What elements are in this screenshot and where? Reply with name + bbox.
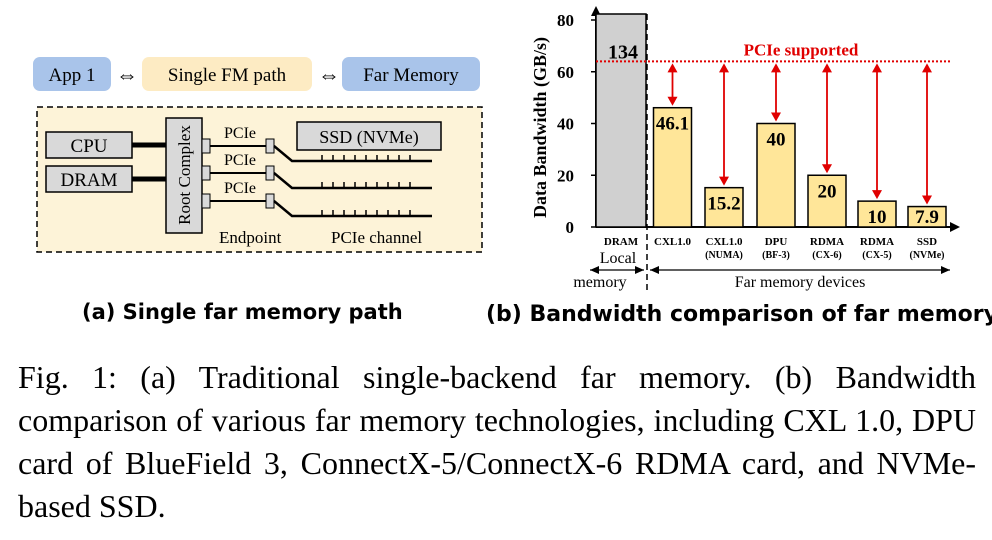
group-span-arrowhead — [590, 266, 599, 274]
value-label: 7.9 — [915, 207, 939, 228]
gap-arrow-head — [822, 164, 832, 174]
category-label: DRAM — [604, 236, 639, 248]
category-label: CXL1.0 — [706, 236, 743, 248]
bar — [756, 122, 796, 228]
group-span-arrowhead — [941, 266, 950, 274]
category-label: RDMA — [810, 236, 844, 248]
dram-label: DRAM — [60, 170, 117, 191]
gap-arrow-head — [771, 63, 781, 73]
pcie-channel — [273, 200, 432, 218]
value-label: 46.1 — [656, 114, 689, 135]
y-tick-label: 20 — [557, 166, 574, 185]
pcie-lane-1: PCIe — [201, 125, 432, 163]
category-label: CXL1.0 — [654, 236, 691, 248]
bar-dram — [595, 13, 647, 228]
gap-arrow-head — [667, 96, 678, 106]
reference-line-label: PCIe supported — [744, 40, 859, 59]
gap-arrow-head — [771, 112, 781, 122]
gap-arrow-head — [922, 195, 932, 205]
category-sublabel: (NUMA) — [705, 250, 743, 261]
group-label-far: Far memory devices — [735, 274, 866, 291]
category-label: RDMA — [860, 236, 894, 248]
group-label-local: memory — [573, 274, 626, 291]
pcie-channel — [273, 172, 432, 190]
value-label: 15.2 — [707, 194, 740, 215]
group-label-local: Local — [600, 250, 637, 267]
ssd-box — [296, 121, 442, 151]
y-tick-label: 40 — [557, 115, 574, 134]
gap-arrow-head — [922, 63, 932, 73]
app-box — [33, 57, 111, 91]
bar — [857, 200, 897, 228]
y-tick-label: 0 — [566, 218, 575, 237]
bar — [704, 186, 744, 228]
far-memory-box — [342, 57, 480, 91]
y-tick-label: 80 — [557, 11, 574, 30]
double-arrow-icon: ⇔ — [318, 62, 340, 87]
root-port — [201, 165, 211, 181]
category-label: DPU — [765, 236, 788, 248]
value-label: 10 — [868, 207, 887, 228]
root-port — [201, 193, 211, 209]
group-span-arrowhead — [635, 266, 644, 274]
pcie-lane-2: PCIe — [201, 152, 432, 190]
x-axis-arrow — [950, 222, 960, 232]
y-tick-label: 60 — [557, 63, 574, 82]
category-sublabel: (CX-6) — [812, 250, 841, 261]
endpoint-port — [265, 165, 275, 181]
pcie-label: PCIe — [224, 125, 256, 142]
value-label: 20 — [818, 181, 837, 202]
value-label: 40 — [767, 130, 786, 151]
pcie-channel — [273, 145, 432, 163]
double-arrow-icon: ⇔ — [116, 62, 138, 87]
root-port — [201, 138, 211, 154]
endpoint-label: Endpoint — [219, 228, 282, 247]
root-complex-label: Root Complex — [175, 125, 194, 225]
category-sublabel: (CX-5) — [862, 250, 891, 261]
gap-arrow-head — [719, 176, 729, 186]
group-span-arrowhead — [650, 266, 659, 274]
app-label: App 1 — [49, 65, 96, 86]
category-label: SSD — [917, 236, 937, 248]
gap-arrow-head — [872, 190, 882, 200]
cpu-box — [45, 131, 133, 159]
gap-arrow-head — [667, 63, 678, 73]
value-label: 134 — [608, 41, 638, 63]
fm-path-box — [142, 57, 312, 91]
ssd-label: SSD (NVMe) — [319, 127, 419, 148]
cpu-label: CPU — [71, 136, 108, 157]
bar — [652, 106, 693, 228]
y-axis-title: Data Bandwidth (GB/s) — [530, 37, 551, 218]
gap-arrow-head — [719, 63, 729, 73]
single-far-memory-path-diagram: App 1 ⇔ Single FM path ⇔ Far Memory CPU … — [33, 57, 483, 253]
pcie-label: PCIe — [224, 152, 256, 169]
endpoint-port — [265, 193, 275, 209]
figure-caption: Fig. 1: (a) Traditional single-backend f… — [18, 359, 976, 524]
channel-ticks — [321, 155, 411, 216]
pcie-label: PCIe — [224, 180, 256, 197]
gap-arrow-head — [872, 63, 882, 73]
bar — [807, 174, 847, 228]
pcie-lane-3: PCIe — [201, 180, 432, 218]
subcaption-b: (b) Bandwidth comparison of far memory — [486, 302, 992, 327]
category-sublabel: (NVMe) — [910, 250, 945, 261]
fm-path-label: Single FM path — [168, 65, 287, 86]
endpoint-port — [265, 138, 275, 154]
subcaption-a: (a) Single far memory path — [82, 300, 403, 324]
far-memory-label: Far Memory — [363, 65, 459, 86]
category-sublabel: (BF-3) — [762, 250, 790, 261]
bar — [907, 205, 947, 228]
pcie-channel-label: PCIe channel — [331, 228, 422, 247]
gap-arrow-head — [822, 63, 832, 73]
